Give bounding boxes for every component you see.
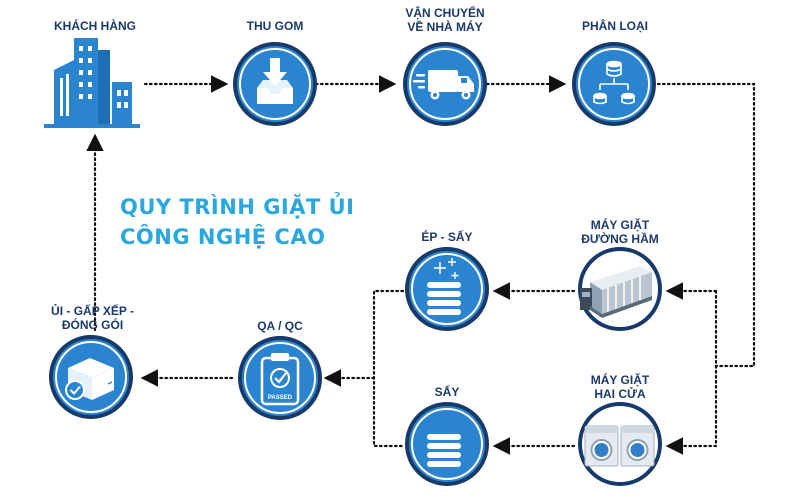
- step-label-sort: PHÂN LOẠI: [582, 19, 648, 33]
- step-circles: [49, 42, 662, 486]
- title-line-2: CÔNG NGHỆ CAO: [120, 225, 326, 249]
- line-merge: [372, 289, 405, 448]
- folded-towels-icon: [427, 434, 461, 467]
- step-label-double-washer-line1: MÁY GIẶT: [590, 373, 650, 387]
- step-label-dry: SẤY: [434, 385, 460, 399]
- step-label-pack-line1: ỦI - GẤP XẾP -: [51, 304, 134, 318]
- inbox-download-icon: [257, 58, 293, 104]
- washing-machines-icon: [584, 425, 655, 467]
- step-label-pack: ỦI - GẤP XẾP - ĐÓNG GÓI: [30, 304, 155, 332]
- step-label-transport: VẬN CHUYỂN VỀ NHÀ MÁY: [390, 6, 500, 34]
- step-label-pack-line2: ĐÓNG GÓI: [61, 318, 124, 332]
- step-label-collect: THU GOM: [246, 19, 304, 33]
- arrow-to-double-washer: [665, 289, 718, 455]
- step-label-customer: KHÁCH HÀNG: [54, 19, 136, 33]
- folded-towels-icon: [427, 258, 461, 315]
- step-label-double-washer-line2: HAI CỬA: [594, 387, 646, 401]
- step-label-tunnel-washer-line2: ĐƯỜNG HẦM: [581, 232, 659, 246]
- qc-stamp-text: PASSED: [268, 395, 293, 401]
- step-label-press-dry: ÉP - SẤY: [421, 230, 473, 244]
- tunnel-washer-icon: [580, 266, 652, 318]
- title-line-1: QUY TRÌNH GIẶT ỦI: [120, 195, 355, 219]
- database-sort-icon: [593, 60, 635, 105]
- passed-clipboard-icon: PASSED: [260, 353, 300, 406]
- qa-qc-circle: [238, 336, 322, 420]
- step-label-double-washer: MÁY GIẶT HAI CỬA: [565, 373, 675, 401]
- building-icon: [44, 38, 140, 128]
- step-label-transport-line2: VỀ NHÀ MÁY: [407, 20, 483, 34]
- step-label-qa-qc: QA / QC: [257, 319, 303, 333]
- step-label-transport-line1: VẬN CHUYỂN: [405, 6, 485, 20]
- diagram-title: QUY TRÌNH GIẶT ỦI CÔNG NGHỆ CAO: [120, 192, 355, 252]
- flow-connectors: [86, 75, 756, 455]
- delivery-truck-icon: [413, 70, 474, 100]
- step-label-tunnel-washer-line1: MÁY GIẶT: [590, 218, 650, 232]
- package-check-icon: [65, 358, 114, 400]
- line-sort-down: [656, 82, 756, 368]
- step-label-tunnel-washer: MÁY GIẶT ĐƯỜNG HẦM: [565, 218, 675, 246]
- press-dry-circle: [405, 247, 489, 331]
